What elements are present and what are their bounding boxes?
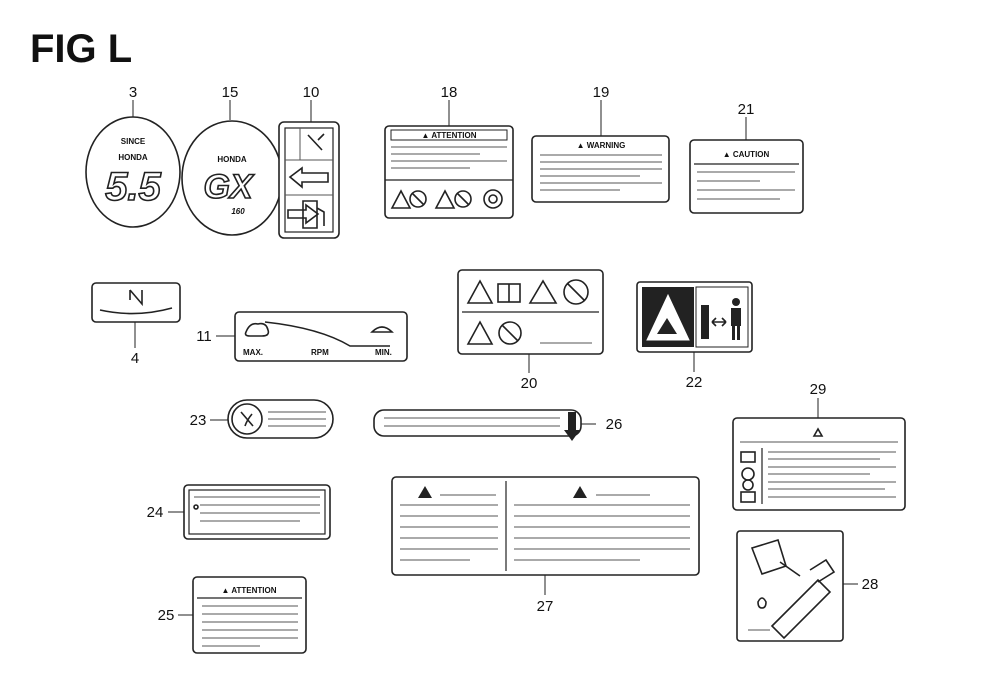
- label-body: [183, 484, 331, 540]
- warning-triangle-icon: [390, 189, 412, 209]
- engine-icon: [740, 451, 756, 463]
- left-arrow-icon: [288, 166, 329, 189]
- label-header: ▲ WARNING: [577, 141, 626, 150]
- decal-26[interactable]: 26: [373, 409, 623, 441]
- rabbit-fast-icon: [244, 322, 270, 337]
- warning-triangle-icon: [434, 189, 456, 209]
- decal-20[interactable]: 20: [457, 269, 604, 392]
- callout-25: 25: [158, 607, 175, 624]
- emblem-text-honda: HONDA: [118, 153, 148, 162]
- callout-23: 23: [190, 412, 207, 429]
- decal-10[interactable]: 10: [278, 84, 340, 239]
- warning-triangle-icon: [466, 279, 494, 304]
- person-icon: [732, 298, 740, 306]
- label-body: [384, 125, 514, 219]
- callout-27: 27: [537, 598, 554, 615]
- decal-24[interactable]: 24: [147, 484, 331, 540]
- no-symbol-icon: [454, 190, 472, 208]
- warning-triangle-icon: [573, 486, 587, 498]
- label-body: [689, 139, 804, 214]
- no-symbol-icon: [498, 321, 522, 345]
- callout-29: 29: [810, 381, 827, 398]
- callout-21: 21: [738, 101, 755, 118]
- callout-4: 4: [131, 350, 139, 367]
- keep-distance-arrow-icon: [711, 317, 727, 327]
- turtle-slow-icon: [370, 326, 394, 333]
- oil-drop-icon: [757, 597, 767, 609]
- callout-10: 10: [303, 84, 320, 101]
- label-body: [736, 530, 844, 642]
- emblem-text-gx: GX: [203, 168, 254, 206]
- decal-29[interactable]: 29: [732, 381, 906, 511]
- hazard-triangle-icon: [646, 293, 690, 341]
- instruction-circle-icon: [483, 189, 503, 209]
- manual-book-icon: [740, 491, 756, 503]
- callout-22: 22: [686, 374, 703, 391]
- decal-22[interactable]: 22: [636, 281, 753, 391]
- callout-15: 15: [222, 84, 239, 101]
- callout-28: 28: [862, 576, 879, 593]
- fuel-pump-icon: [302, 200, 325, 229]
- emblem-text-honda: HONDA: [217, 155, 247, 164]
- throttle-rpm: RPM: [311, 348, 329, 357]
- emblem-text-160: 160: [231, 207, 245, 216]
- callout-11: 11: [196, 328, 212, 345]
- decal-15[interactable]: 15 HONDA GX 160: [181, 84, 283, 236]
- emblem-text-5-5: 5.5: [105, 165, 161, 209]
- decal-3[interactable]: 3 SINCE HONDA 5.5: [85, 84, 181, 228]
- decal-4[interactable]: 4: [91, 282, 181, 367]
- decal-25[interactable]: 25 ▲ ATTENTION: [158, 576, 307, 654]
- emblem-text-since: SINCE: [121, 137, 146, 146]
- warning-triangle-icon: [418, 486, 432, 498]
- hazard-triangle-icon: [466, 320, 494, 345]
- label-body: [91, 282, 181, 323]
- no-symbol-icon: [409, 190, 427, 208]
- label-body: [391, 476, 700, 576]
- callout-20: 20: [521, 375, 538, 392]
- decal-18[interactable]: 18 ▲ ATTENTION: [384, 84, 514, 219]
- label-body: [278, 121, 340, 239]
- callout-18: 18: [441, 84, 458, 101]
- callout-26: 26: [606, 416, 623, 433]
- hazard-triangle-icon: [528, 279, 558, 304]
- decal-28[interactable]: 28: [736, 530, 879, 642]
- decal-19[interactable]: 19 ▲ WARNING: [531, 84, 670, 203]
- callout-19: 19: [593, 84, 610, 101]
- callout-24: 24: [147, 504, 164, 521]
- choke-lever-icon: [307, 133, 325, 151]
- decal-23[interactable]: 23: [190, 399, 334, 439]
- callout-3: 3: [129, 84, 137, 101]
- label-body: [192, 576, 307, 654]
- label-header: ▲ ATTENTION: [421, 131, 476, 140]
- throttle-min: MIN.: [375, 348, 392, 357]
- figure-title: FIG L: [30, 27, 132, 71]
- emblem-oval: [85, 116, 181, 228]
- decal-21[interactable]: 21 ▲ CAUTION: [689, 101, 804, 214]
- decal-27[interactable]: 27: [391, 476, 700, 615]
- oil-filler-icon: [770, 578, 832, 640]
- no-symbol-icon: [742, 479, 754, 491]
- fuel-symbol-icon: [231, 403, 263, 435]
- label-body: [732, 417, 906, 511]
- label-header: ▲ CAUTION: [723, 150, 770, 159]
- throttle-max: MAX.: [243, 348, 263, 357]
- down-arrow-icon: [564, 412, 580, 441]
- throttle-curve: [264, 321, 390, 347]
- label-body: [373, 409, 582, 437]
- no-symbol-icon: [563, 279, 589, 305]
- label-header: ▲ ATTENTION: [221, 586, 276, 595]
- machine-icon: [701, 305, 709, 339]
- lever-position-icon: [129, 289, 143, 307]
- right-arrow-icon: [287, 203, 320, 225]
- decal-11[interactable]: 11 MAX. RPM MIN.: [196, 311, 408, 362]
- warning-triangle-icon: [812, 427, 824, 437]
